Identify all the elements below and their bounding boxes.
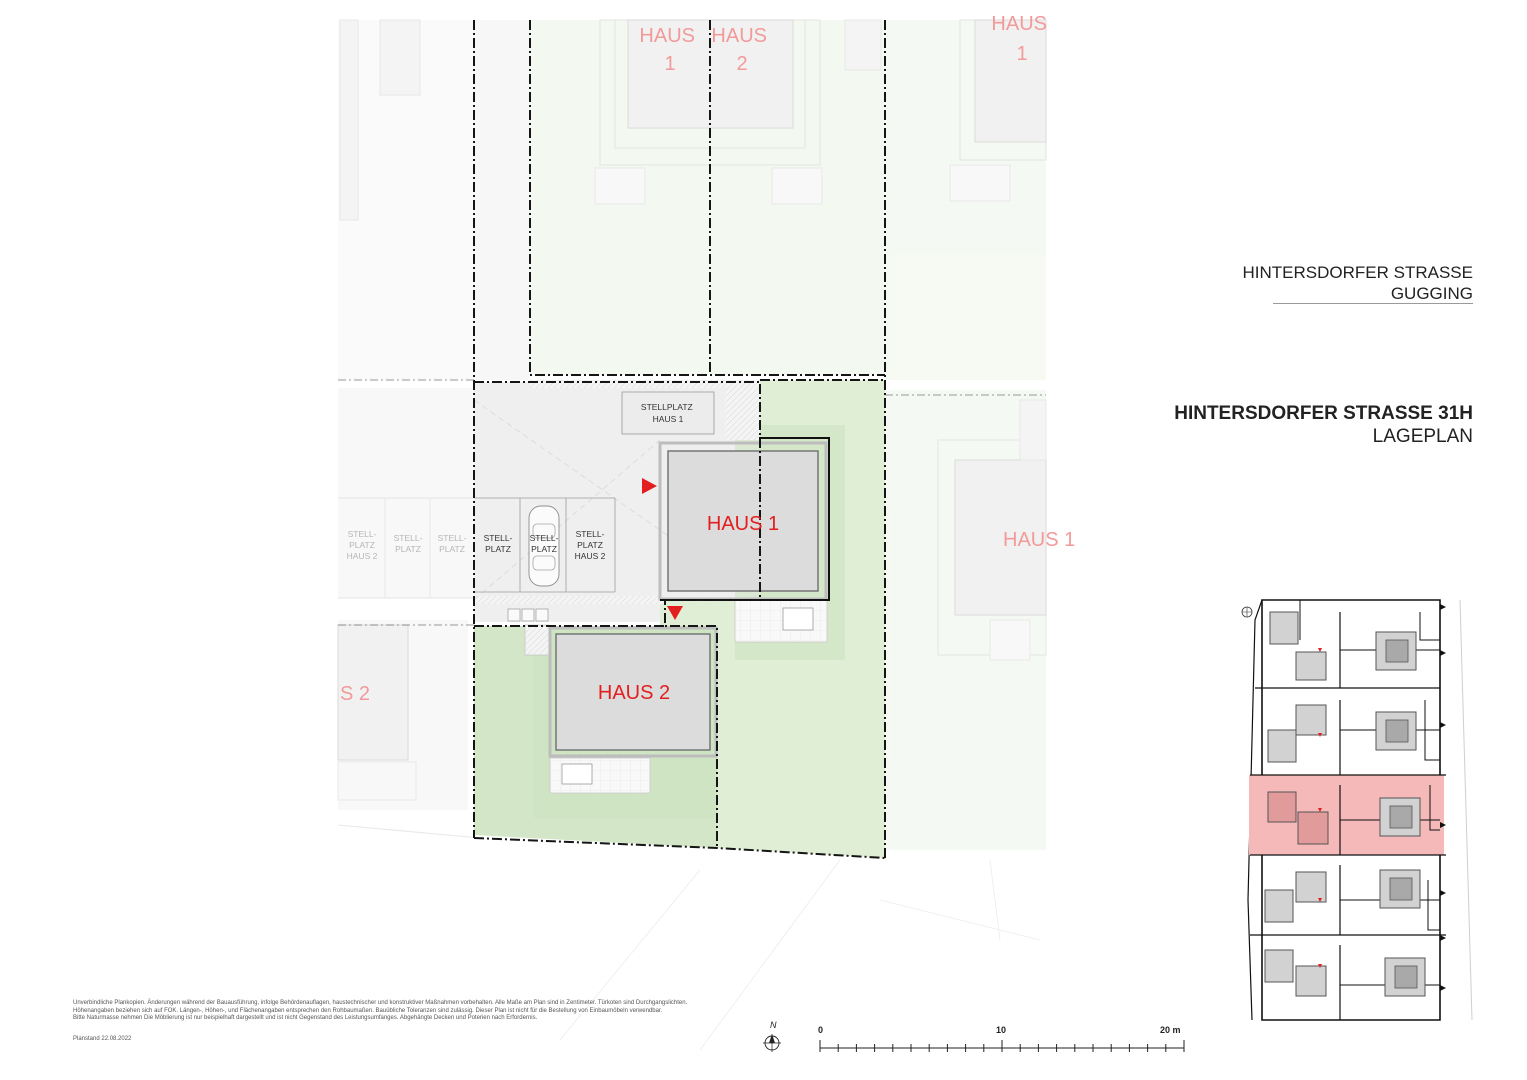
location-block: HINTERSDORFER STRASSE GUGGING bbox=[1173, 262, 1473, 304]
north-arrow-icon bbox=[763, 1034, 781, 1052]
north-label: N bbox=[770, 1020, 777, 1030]
stellplatz-haus1-label: STELLPLATZ HAUS 1 bbox=[641, 402, 695, 424]
scale-label-0: 0 bbox=[818, 1025, 824, 1035]
parking-spot-label: STELL-PLATZ bbox=[530, 533, 559, 554]
house-1 bbox=[658, 437, 830, 601]
parking-spot-label: STELL-PLATZ bbox=[438, 533, 467, 554]
disclaimer-line: Höhenangaben beziehen sich auf FOK. Läng… bbox=[73, 1007, 663, 1014]
plot-main: STELLPLATZ HAUS 1 bbox=[338, 20, 1046, 859]
car-symbol bbox=[528, 505, 560, 587]
entrance-arrow-icon bbox=[642, 478, 657, 494]
disclaimer-line: Unverbindliche Plankopien. Änderungen wä… bbox=[73, 1000, 688, 1006]
project-block: HINTERSDORFER STRASSE 31H LAGEPLAN bbox=[1133, 402, 1473, 448]
bg-house-top-2: HAUS 2 bbox=[711, 25, 772, 75]
house-1-label: HAUS 1 bbox=[707, 513, 779, 535]
bg-house-top-1: HAUS 1 bbox=[639, 25, 700, 75]
key-plan bbox=[1241, 599, 1473, 1021]
bg-house-right: HAUS 1 bbox=[1003, 529, 1075, 551]
planstand-date: Planstand 22.08.2022 bbox=[73, 1036, 132, 1042]
parking-spot-label: STELL-PLATZ bbox=[394, 533, 423, 554]
title-divider bbox=[1273, 303, 1473, 304]
scale-label-20: 20 m bbox=[1160, 1025, 1181, 1035]
entrance-arrow-icon bbox=[667, 606, 683, 620]
house-2 bbox=[548, 626, 718, 758]
bg-house-top-right: HAUS 1 bbox=[991, 13, 1052, 65]
project-name: HINTERSDORFER STRASSE 31H bbox=[1174, 403, 1473, 424]
disclaimer: Unverbindliche Plankopien. Änderungen wä… bbox=[73, 1000, 713, 1023]
scale-bar bbox=[819, 1040, 1185, 1052]
scale-label-10: 10 bbox=[996, 1025, 1007, 1035]
background-labels: HAUS 1 HAUS 2 HAUS 1 HAUS 1 S 2 bbox=[340, 13, 1075, 705]
bg-house-left: S 2 bbox=[340, 683, 370, 705]
background-context bbox=[337, 19, 1047, 1051]
disclaimer-line: Bitte Naturmasse nehmen Die Möblierung i… bbox=[73, 1015, 538, 1022]
house-2-label: HAUS 2 bbox=[598, 682, 670, 704]
parking-spot-label: STELL-PLATZ bbox=[484, 533, 513, 554]
location-town: GUGGING bbox=[1390, 284, 1473, 303]
location-street: HINTERSDORFER STRASSE bbox=[1242, 263, 1473, 282]
plan-type: LAGEPLAN bbox=[1372, 426, 1473, 447]
